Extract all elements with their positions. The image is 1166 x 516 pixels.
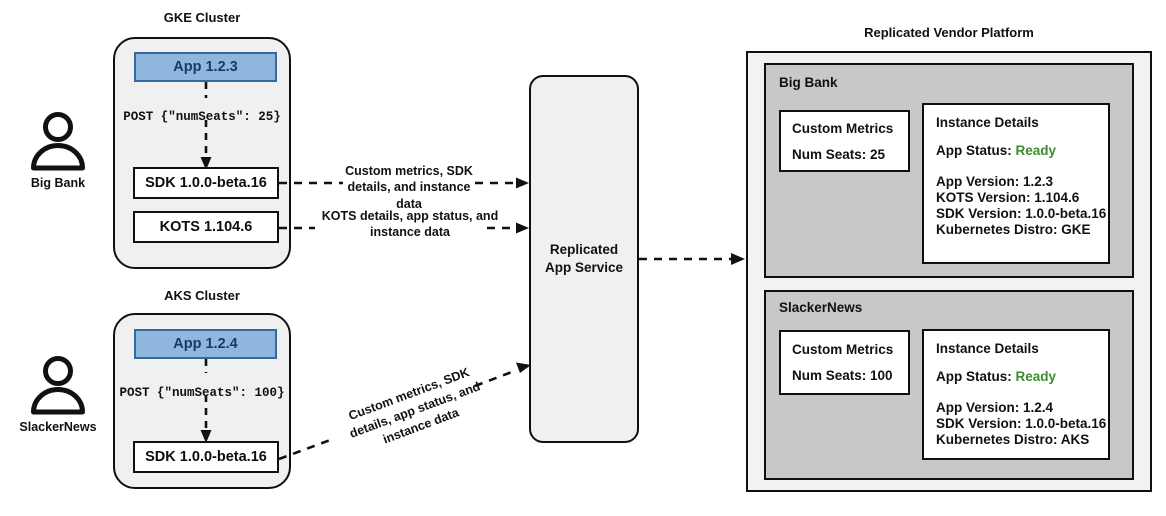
instance-details-heading-slackernews: Instance Details [936, 341, 1039, 356]
instance-details-card-slackernews: Instance Details App Status: Ready App V… [922, 329, 1110, 460]
gke-post-label: POST {"numSeats": 25} [123, 110, 281, 124]
person-icon-slackernews [27, 352, 89, 415]
actor-label-big-bank: Big Bank [30, 176, 86, 190]
custom-metrics-heading-big-bank: Custom Metrics [792, 121, 894, 136]
detail-line: Kubernetes Distro: AKS [936, 432, 1090, 447]
instance-details-heading-big-bank: Instance Details [936, 115, 1039, 130]
aks-post-arrow [190, 359, 222, 445]
gke-app-box[interactable]: App 1.2.3 [134, 52, 277, 82]
app-status-label-big-bank: App Status: [936, 143, 1012, 158]
aks-post-label: POST {"numSeats": 100} [119, 386, 285, 400]
edge-gke-kots-to-service [279, 213, 531, 243]
edge-aks-sdk-to-service [278, 340, 535, 472]
detail-line: App Version: 1.2.3 [936, 174, 1054, 189]
edge-service-to-platform [639, 244, 749, 274]
tenant-name-slackernews: SlackerNews [779, 300, 863, 315]
tenant-name-big-bank: Big Bank [779, 75, 838, 90]
num-seats-slackernews: Num Seats: 100 [792, 368, 893, 383]
actor-label-slackernews: SlackerNews [19, 420, 97, 434]
app-status-value-big-bank: Ready [1015, 143, 1057, 158]
detail-line: Kubernetes Distro: GKE [936, 222, 1091, 237]
gke-post-arrow [190, 82, 222, 172]
num-seats-big-bank: Num Seats: 25 [792, 147, 886, 162]
edge-label-aks-sdk: Custom metrics, SDK details, app status,… [346, 364, 483, 446]
platform-title: Replicated Vendor Platform [864, 25, 1034, 40]
gke-cluster-title: GKE Cluster [163, 10, 241, 25]
app-status-row-big-bank: App Status: Ready [936, 143, 1108, 158]
detail-line: SDK Version: 1.0.0-beta.16 [936, 206, 1107, 221]
detail-line: SDK Version: 1.0.0-beta.16 [936, 416, 1107, 431]
replicated-app-service-box[interactable]: Replicated App Service [529, 75, 639, 443]
aks-app-box[interactable]: App 1.2.4 [134, 329, 277, 359]
detail-line: KOTS Version: 1.104.6 [936, 190, 1080, 205]
detail-line: App Version: 1.2.4 [936, 400, 1054, 415]
app-status-label-slackernews: App Status: [936, 369, 1012, 384]
gke-sdk-box[interactable]: SDK 1.0.0-beta.16 [133, 167, 279, 199]
edge-gke-sdk-to-service [279, 168, 531, 198]
aks-cluster-title: AKS Cluster [164, 288, 240, 303]
instance-details-card-big-bank: Instance Details App Status: Ready App V… [922, 103, 1110, 264]
custom-metrics-card-slackernews: Custom Metrics Num Seats: 100 [779, 330, 910, 395]
aks-sdk-box[interactable]: SDK 1.0.0-beta.16 [133, 441, 279, 473]
edge-label-gke-sdk: Custom metrics, SDK details, and instanc… [345, 164, 473, 211]
edge-label-aks-sdk-wrap: Custom metrics, SDK details, app status,… [325, 365, 505, 448]
custom-metrics-heading-slackernews: Custom Metrics [792, 342, 894, 357]
service-line-1: Replicated [549, 241, 619, 257]
service-line-2: App Service [544, 260, 624, 275]
custom-metrics-card-big-bank: Custom Metrics Num Seats: 25 [779, 110, 910, 172]
gke-kots-box[interactable]: KOTS 1.104.6 [133, 211, 279, 243]
edge-label-gke-kots: KOTS details, app status, and instance d… [321, 209, 499, 240]
app-status-row-slackernews: App Status: Ready [936, 369, 1108, 384]
person-icon-big-bank [27, 108, 89, 171]
app-status-value-slackernews: Ready [1015, 369, 1057, 384]
